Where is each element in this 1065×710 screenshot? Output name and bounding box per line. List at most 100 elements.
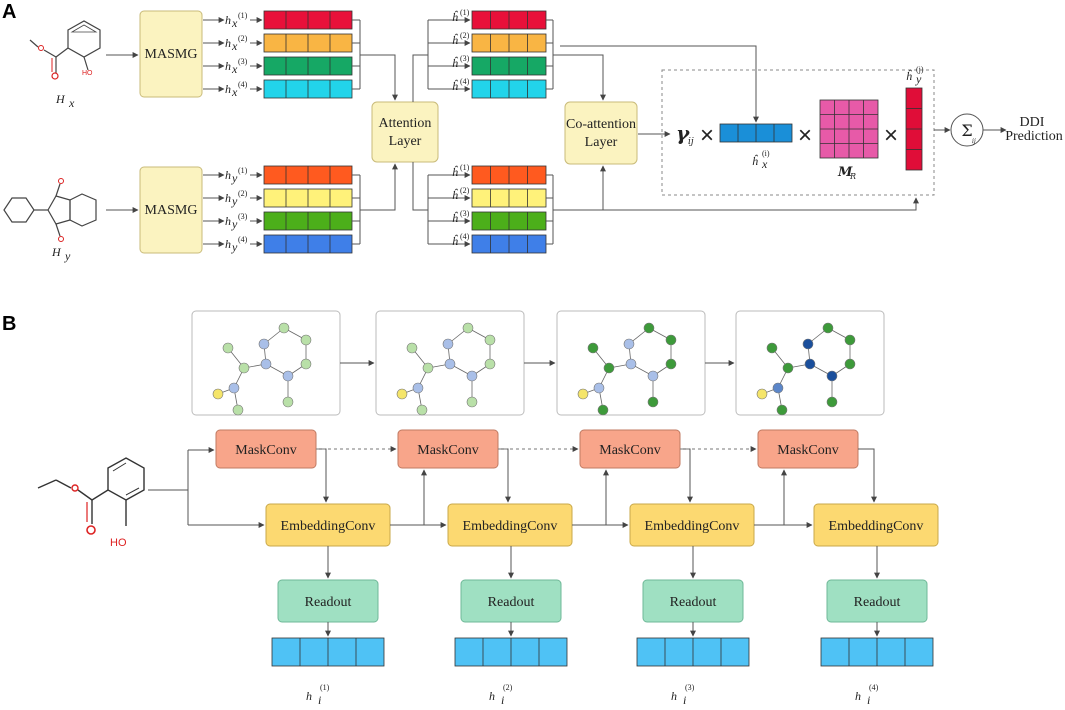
svg-text:(3): (3): [238, 212, 248, 221]
wire-x-to-attention: [360, 54, 398, 101]
hx-vector-4: [263, 79, 353, 99]
hy-hat-vector-1: [471, 165, 547, 185]
svg-text:(4): (4): [460, 232, 470, 241]
svg-text:i: i: [867, 693, 870, 707]
embedding-vector-1: [271, 637, 385, 667]
wire-yhat-to-coattention: [553, 165, 606, 211]
embeddingconv-box-3: EmbeddingConv: [629, 503, 755, 547]
svg-text:(3): (3): [460, 54, 470, 63]
hi-label-1: h: [306, 689, 312, 703]
svg-text:(2): (2): [238, 34, 248, 43]
panel-b-letter: B: [2, 313, 16, 335]
svg-text:y: y: [231, 240, 238, 254]
svg-text:EmbeddingConv: EmbeddingConv: [281, 519, 376, 534]
svg-text:y: y: [231, 194, 238, 208]
molecule-hx: HO H x: [29, 20, 101, 110]
hx-hat-vector-1: [471, 10, 547, 30]
hx-hat-vector-2: [471, 33, 547, 53]
svg-text:y: y: [231, 171, 238, 185]
readout-box-1: Readout: [277, 579, 379, 623]
svg-text:(3): (3): [685, 683, 695, 692]
svg-text:x: x: [231, 39, 238, 53]
embedding-vector-3: [636, 637, 750, 667]
hy-label-2: h: [225, 191, 231, 205]
panel-a-letter: A: [2, 1, 16, 23]
wire-xhat-to-vector: [560, 45, 759, 123]
hx-hat-label-4: ĥ: [452, 79, 459, 93]
hy-vector-2: [263, 188, 353, 208]
svg-text:Co-attention: Co-attention: [566, 117, 636, 132]
hy-hat-label-2: ĥ: [452, 188, 459, 202]
wire-attention-to-y: [412, 162, 428, 211]
svg-text:(1): (1): [460, 8, 470, 17]
hy-hat-vector: [905, 87, 923, 171]
svg-text:Attention: Attention: [379, 116, 432, 131]
svg-text:y: y: [231, 217, 238, 231]
drug-x-sub: x: [68, 96, 75, 110]
svg-text:x: x: [761, 157, 768, 171]
hx-label-4: h: [225, 82, 231, 96]
hi-label-2: h: [489, 689, 495, 703]
hy-hat-vector-cells: [905, 87, 923, 171]
svg-text:i: i: [683, 693, 686, 707]
hy-label-4: h: [225, 237, 231, 251]
hy-vector-1: [263, 165, 353, 185]
graph-panel-3: [556, 310, 706, 416]
hy-hat-label-1: ĥ: [452, 165, 459, 179]
svg-text:Layer: Layer: [585, 135, 618, 150]
svg-text:HO: HO: [82, 70, 93, 77]
readout-box-4: Readout: [826, 579, 928, 623]
hx-hat-label-1: ĥ: [452, 10, 459, 24]
svg-text:x: x: [231, 85, 238, 99]
svg-text:y: y: [915, 72, 922, 86]
drug-y-sub: y: [64, 249, 71, 263]
hx-hat-vector-cells: [719, 123, 793, 143]
molecule-b: HO: [37, 457, 145, 549]
svg-text:(3): (3): [238, 57, 248, 66]
embedding-vector-4: [820, 637, 934, 667]
svg-text:i: i: [501, 693, 504, 707]
svg-text:x: x: [231, 62, 238, 76]
coattention-layer-box: Co-attention Layer: [564, 101, 638, 165]
hi-label-3: h: [671, 689, 677, 703]
svg-text:MASMG: MASMG: [145, 203, 198, 218]
svg-text:(4): (4): [460, 77, 470, 86]
hx-hat-label-2: ĥ: [452, 33, 459, 47]
svg-text:i: i: [318, 693, 321, 707]
gamma-symbol: γ: [676, 121, 690, 145]
svg-text:EmbeddingConv: EmbeddingConv: [463, 519, 558, 534]
svg-text:(3): (3): [460, 209, 470, 218]
svg-text:Readout: Readout: [305, 595, 352, 610]
svg-text:(2): (2): [460, 31, 470, 40]
hy-label-1: h: [225, 168, 231, 182]
hx-label-1: h: [225, 13, 231, 27]
maskconv-box-3: MaskConv: [579, 429, 681, 469]
hy-hat-vector-2: [471, 188, 547, 208]
graph-panel-1: [191, 310, 341, 416]
times-2: ×: [798, 122, 812, 149]
hy-hat-label-3: ĥ: [452, 211, 459, 225]
masmg-box-x: MASMG: [139, 10, 203, 98]
embeddingconv-box-1: EmbeddingConv: [265, 503, 391, 547]
molecule-b-ho: HO: [110, 537, 127, 549]
svg-text:(2): (2): [503, 683, 513, 692]
hx-label-2: h: [225, 36, 231, 50]
hy-hat-vector-4: [471, 234, 547, 254]
svg-text:(4): (4): [238, 235, 248, 244]
svg-text:Readout: Readout: [670, 595, 717, 610]
hy-hat-label-4: ĥ: [452, 234, 459, 248]
mr-matrix-cells: [819, 99, 879, 159]
hy-hat-vector-3: [471, 211, 547, 231]
svg-text:(1): (1): [238, 11, 248, 20]
hx-hat-vector-3: [471, 56, 547, 76]
svg-text:EmbeddingConv: EmbeddingConv: [645, 519, 740, 534]
output-label-2: Prediction: [1005, 129, 1063, 144]
svg-text:(4): (4): [869, 683, 879, 692]
svg-text:(1): (1): [320, 683, 330, 692]
wire-y-to-attention: [360, 163, 398, 211]
hx-vector-2: [263, 33, 353, 53]
svg-text:(i): (i): [762, 149, 770, 158]
graph-panel-2: [375, 310, 525, 416]
hy-vector-3: [263, 211, 353, 231]
drug-x-label: H: [55, 92, 66, 106]
